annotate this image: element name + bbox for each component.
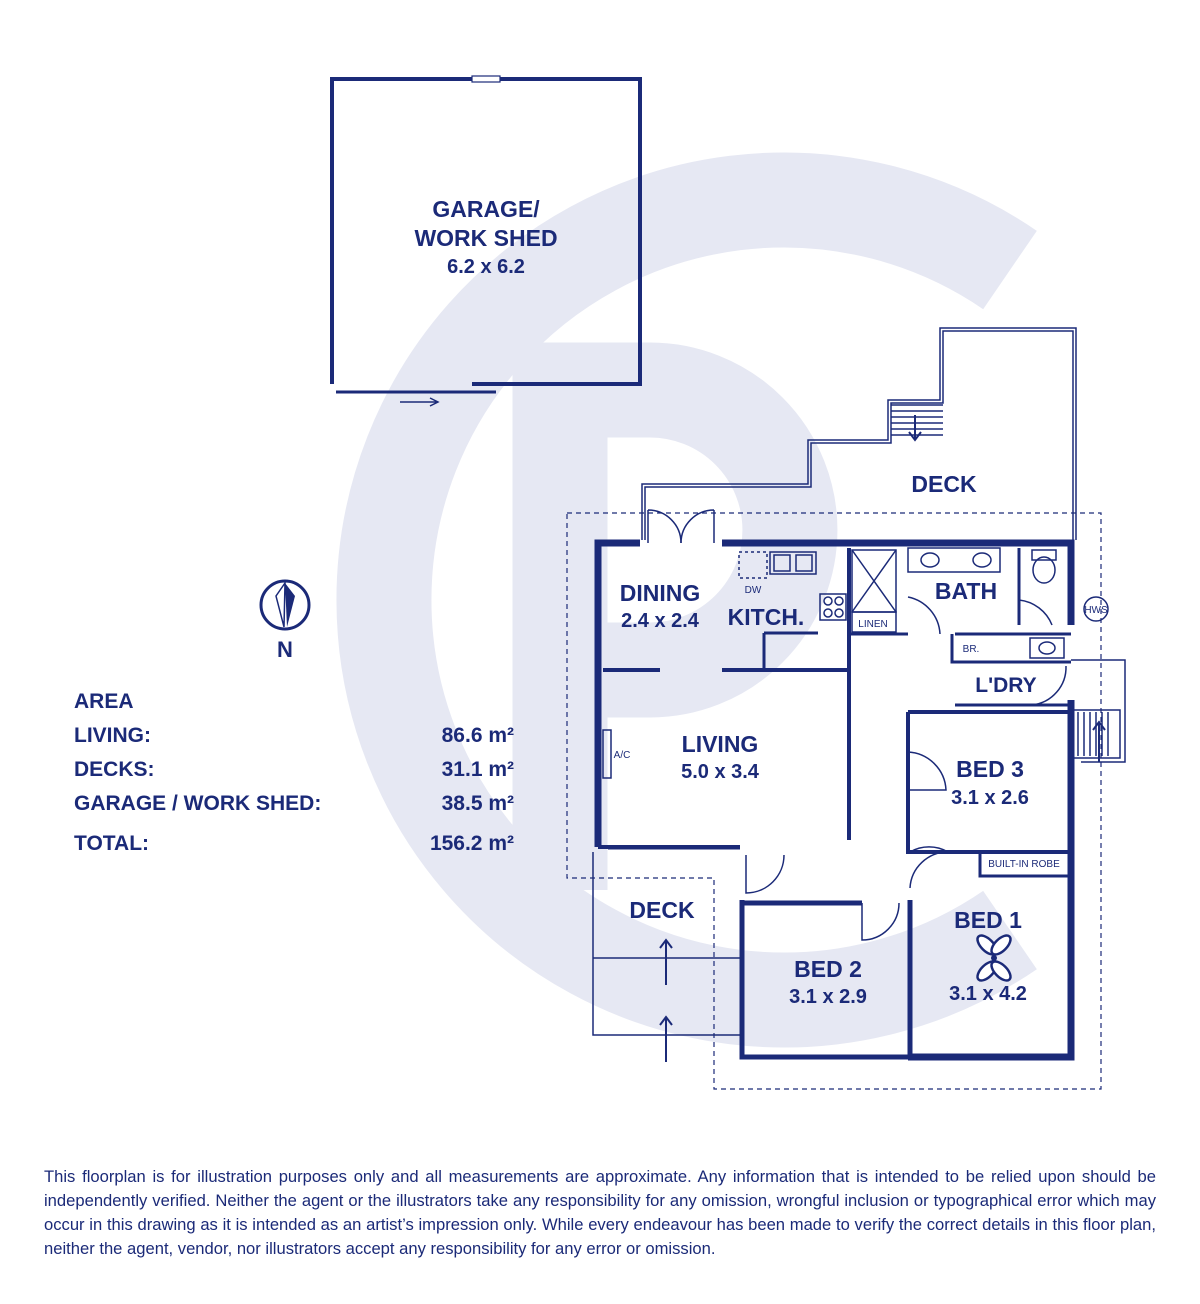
area-value: 38.5 m² [441, 792, 514, 815]
bed3-label: BED 3 [956, 756, 1024, 782]
total-value: 156.2 m² [429, 832, 514, 855]
bath-label: BATH [935, 578, 997, 604]
living-dimensions: 5.0 x 3.4 [681, 761, 760, 783]
area-label: GARAGE / WORK SHED: [74, 792, 322, 815]
kitchen-label: KITCH. [728, 604, 805, 630]
disclaimer-text: This floorplan is for illustration purpo… [44, 1167, 1156, 1258]
upper-deck-outline [641, 327, 1077, 540]
area-summary: AREA LIVING: 86.6 m² DECKS: 31.1 m² GARA… [74, 690, 514, 866]
area-row-garage: GARAGE / WORK SHED: 38.5 m² [74, 792, 514, 826]
garage-label-line2: WORK SHED [414, 225, 557, 251]
bed2-dimensions: 3.1 x 2.9 [789, 986, 867, 1008]
bed2-label: BED 2 [794, 956, 862, 982]
bed1-dimensions: 3.1 x 4.2 [949, 983, 1027, 1005]
built-in-robe-label: BUILT-IN ROBE [988, 859, 1060, 870]
garage-outline [330, 75, 642, 407]
area-value: 86.6 m² [441, 724, 514, 747]
aircon-label: A/C [614, 750, 631, 761]
living-label: LIVING [682, 731, 759, 757]
laundry-label: L'DRY [975, 674, 1036, 697]
upper-deck-label: DECK [911, 471, 977, 497]
area-row-decks: DECKS: 31.1 m² [74, 758, 514, 792]
broom-label: BR. [963, 644, 980, 655]
area-value: 31.1 m² [441, 758, 514, 781]
dishwasher-label: DW [745, 585, 762, 596]
area-label: DECKS: [74, 758, 155, 781]
total-label: TOTAL: [74, 832, 150, 855]
compass-north-label: N [277, 637, 293, 662]
watermark-logo [336, 152, 1037, 1048]
dining-dimensions: 2.4 x 2.4 [621, 610, 700, 632]
house-walls [594, 539, 1075, 1061]
linen-label: LINEN [858, 619, 887, 630]
fixtures [602, 509, 1126, 982]
lower-deck-outline [592, 852, 740, 1062]
area-row-total: TOTAL: 156.2 m² [74, 832, 514, 866]
area-label: LIVING: [74, 724, 151, 747]
area-row-living: LIVING: 86.6 m² [74, 724, 514, 758]
garage-label-line1: GARAGE/ [432, 196, 540, 222]
dining-label: DINING [620, 580, 701, 606]
compass-icon [259, 579, 311, 631]
garage-dimensions: 6.2 x 6.2 [447, 256, 525, 278]
hws-label: HWS [1084, 605, 1108, 616]
bed1-label: BED 1 [954, 907, 1022, 933]
roof-outline [566, 512, 1102, 1090]
area-heading: AREA [74, 690, 134, 713]
lower-deck-label: DECK [629, 897, 695, 923]
bed3-dimensions: 3.1 x 2.6 [951, 787, 1029, 809]
